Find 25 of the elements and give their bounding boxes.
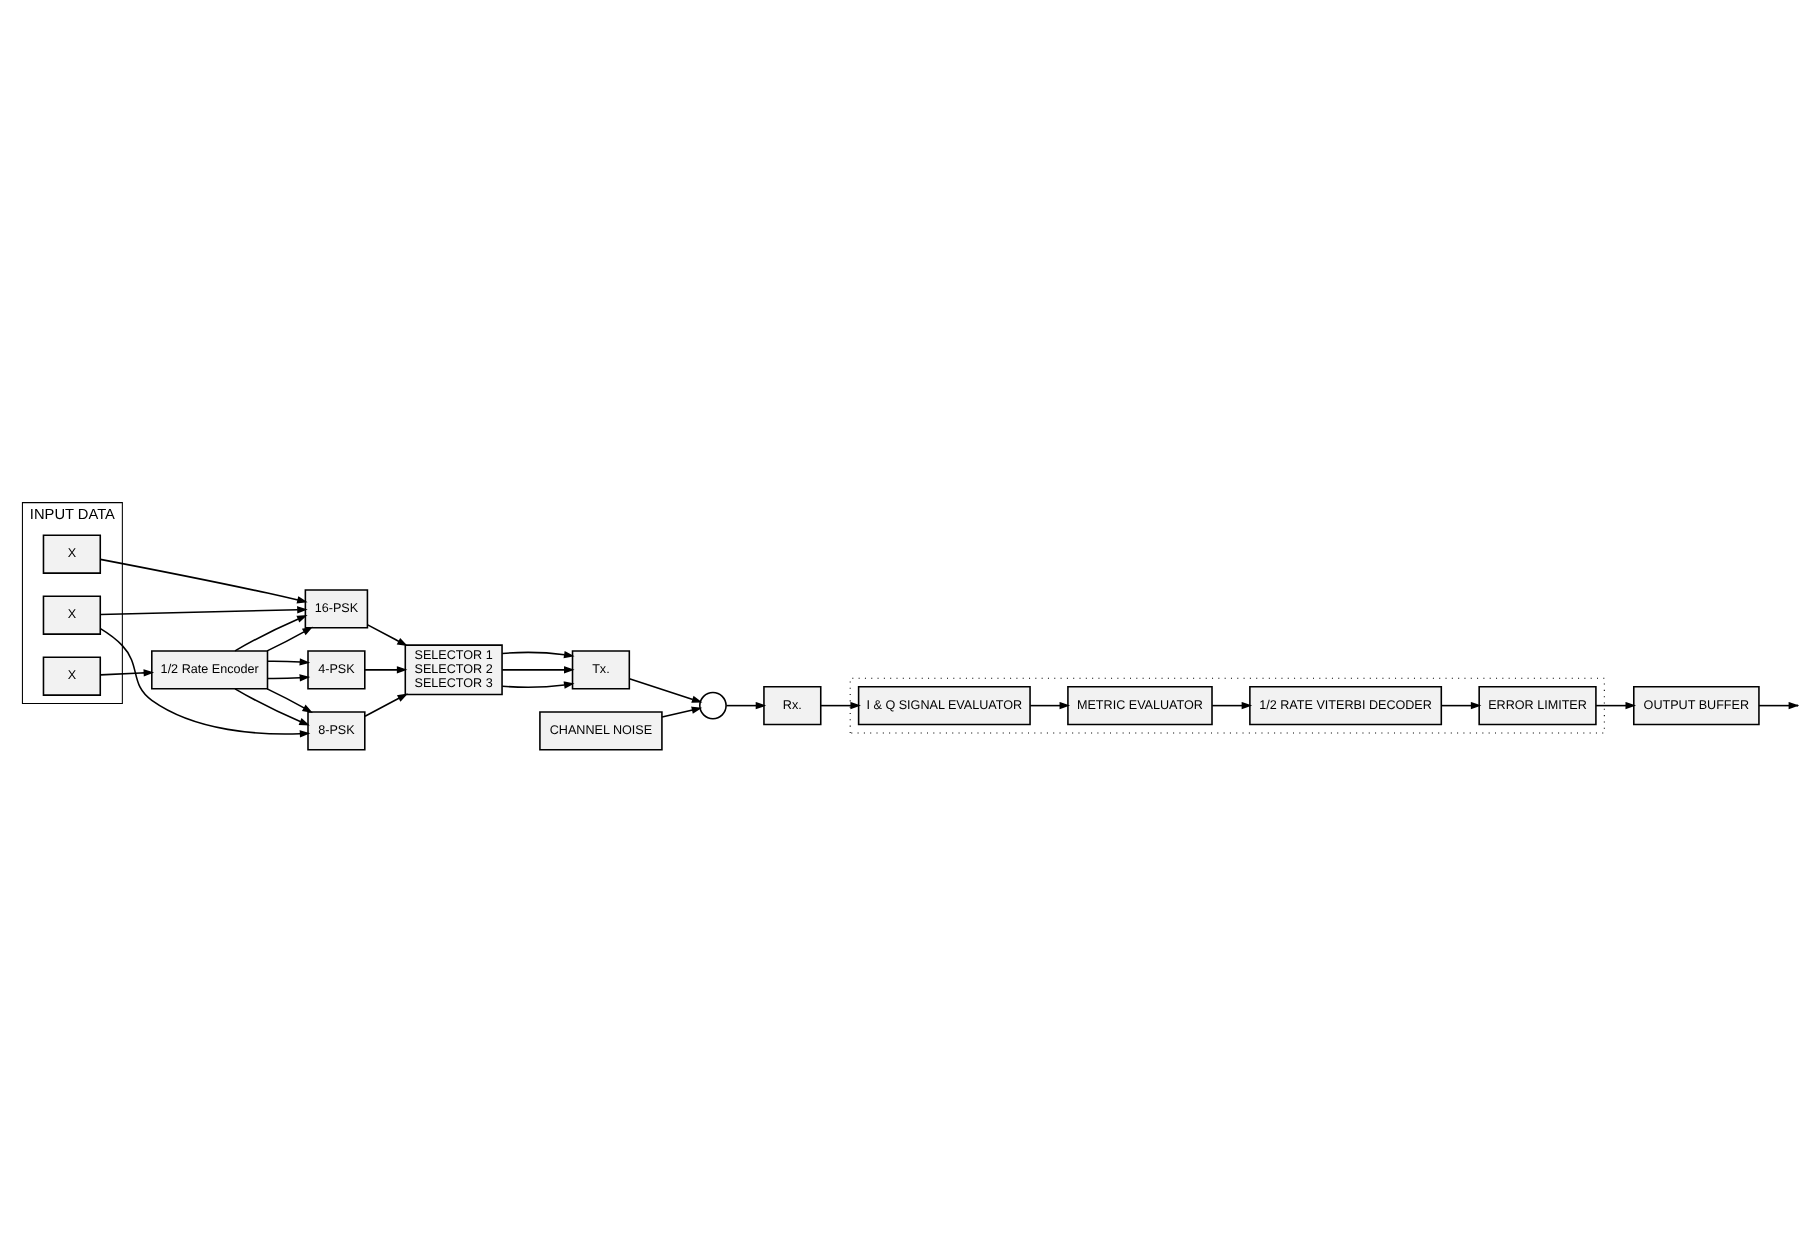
- arrow: [819, 700, 860, 709]
- arrow: [365, 623, 407, 646]
- arrow: [98, 626, 310, 737]
- arrow: [660, 705, 702, 717]
- arrow: [98, 605, 307, 615]
- node-circle: [698, 690, 726, 719]
- arrow: [265, 657, 310, 665]
- arrow: [363, 665, 407, 673]
- arrow: [98, 668, 154, 676]
- arrow: [233, 614, 307, 651]
- arrow: [1210, 700, 1252, 709]
- arrow: [627, 677, 702, 702]
- arrow: [1439, 700, 1481, 709]
- arrow: [265, 673, 310, 681]
- arrow: [233, 687, 309, 725]
- arrow: [1594, 700, 1636, 709]
- arrow: [1028, 700, 1070, 709]
- arrow: [724, 700, 766, 709]
- arrow: [500, 680, 574, 688]
- arrow: [265, 687, 312, 712]
- arrow: [500, 650, 574, 658]
- arrow: [98, 557, 307, 603]
- arrow: [265, 625, 312, 651]
- arrow: [500, 665, 574, 673]
- arrow: [363, 692, 408, 717]
